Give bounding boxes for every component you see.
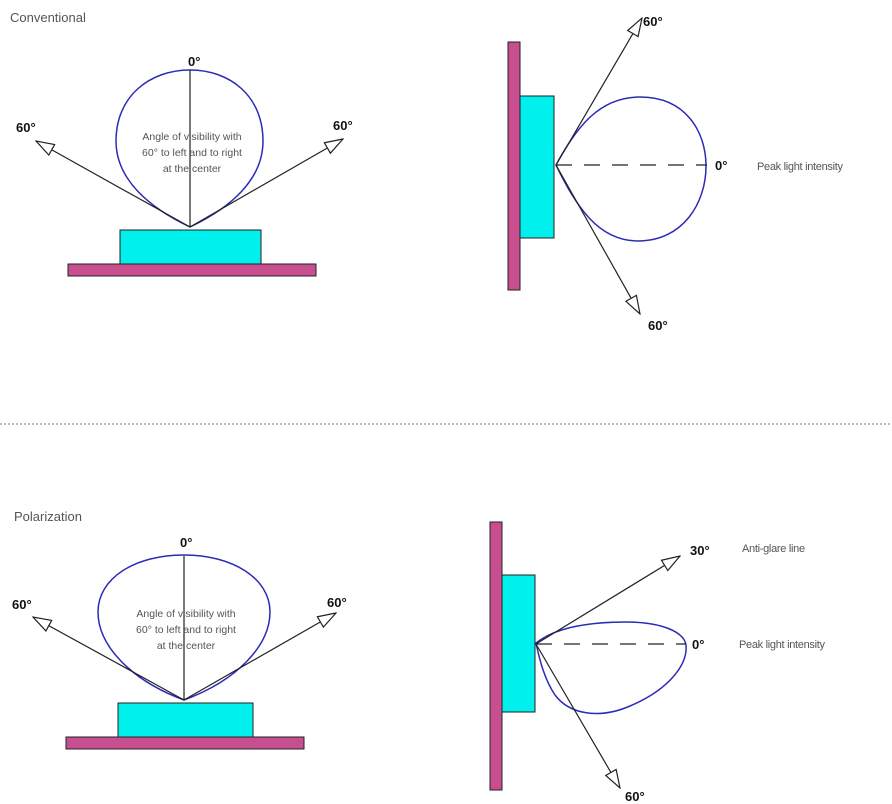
arrow-60-down	[535, 643, 620, 788]
led-chip	[119, 229, 262, 265]
radiation-lobe	[555, 96, 707, 242]
arrow-60-right	[189, 139, 343, 228]
conventional-side-view: 60° 0° 60° Peak light intensity	[507, 14, 844, 333]
pcb-board	[67, 263, 317, 277]
conventional-front-view: 0° 60° 60° Angle of visibility with 60° …	[16, 54, 353, 277]
angle-label-60-right: 60°	[333, 118, 353, 133]
caption-line-2: 60° to left and to right	[136, 624, 236, 636]
arrow-60-right	[183, 613, 336, 701]
arrow-60-up	[555, 18, 642, 166]
caption-line-3: at the center	[157, 640, 216, 652]
caption-line-3: at the center	[163, 163, 222, 175]
angle-label-60-down: 60°	[648, 318, 668, 333]
caption-line-1: Angle of visibility with	[142, 131, 241, 143]
pcb-board	[507, 41, 521, 291]
note-peak-light-intensity: Peak light intensity	[757, 161, 844, 173]
section-title-conventional: Conventional	[10, 10, 86, 25]
angle-label-60-left: 60°	[12, 597, 32, 612]
angle-label-0: 0°	[188, 54, 200, 69]
angle-label-60-up: 60°	[643, 14, 663, 29]
arrow-60-left	[33, 617, 185, 701]
angle-label-0: 0°	[715, 158, 727, 173]
note-anti-glare-line: Anti-glare line	[742, 543, 805, 555]
arrow-60-left	[36, 141, 191, 228]
caption-line-1: Angle of visibility with	[136, 608, 235, 620]
pcb-board	[65, 736, 305, 750]
arrow-60-down	[555, 164, 640, 314]
arrow-30-up	[535, 556, 680, 645]
angle-label-60-down: 60°	[625, 789, 645, 804]
polarization-front-view: 0° 60° 60° Angle of visibility with 60° …	[12, 535, 347, 750]
angle-label-30-up: 30°	[690, 543, 710, 558]
pcb-board	[489, 521, 503, 791]
angle-label-0: 0°	[180, 535, 192, 550]
caption-line-2: 60° to left and to right	[142, 147, 242, 159]
section-title-polarization: Polarization	[14, 509, 82, 524]
led-chip	[519, 95, 555, 239]
angle-label-60-right: 60°	[327, 595, 347, 610]
note-peak-light-intensity: Peak light intensity	[739, 639, 826, 651]
angle-label-60-left: 60°	[16, 120, 36, 135]
radiation-lobe	[97, 554, 271, 701]
radiation-lobe	[535, 621, 687, 715]
led-chip	[501, 574, 536, 713]
polarization-side-view: 30° 0° 60° Anti-glare line Peak light in…	[489, 521, 826, 804]
angle-label-0: 0°	[692, 637, 704, 652]
led-chip	[117, 702, 254, 738]
